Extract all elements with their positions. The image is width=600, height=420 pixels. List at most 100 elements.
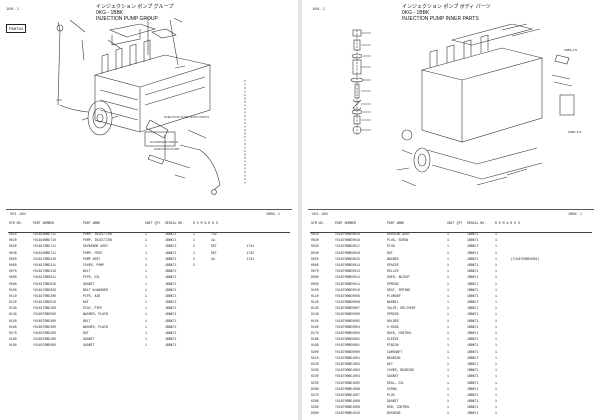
cell-part-name: HOLDER <box>387 318 399 323</box>
cell-sym: 0170 <box>9 331 17 335</box>
cell-remark-c: 1742 <box>246 250 255 255</box>
cell-serial: 1BBK71 <box>165 244 177 249</box>
cell-unit-qty: 1 <box>145 331 147 335</box>
cell-remark-a: 2 <box>193 256 195 261</box>
cell-unit-qty: 1 <box>447 232 449 236</box>
cell-serial: 1BBK71 <box>467 343 479 348</box>
cell-part-name: GASKET <box>387 399 399 404</box>
cell-part-number: YU16170BE100 <box>33 306 56 311</box>
cell-part-name: GASKET <box>387 374 399 379</box>
cell-sym: 0290 <box>311 405 319 410</box>
cell-serial: 1BBK71 <box>467 232 479 236</box>
cell-unit-qty: 1 <box>447 355 449 360</box>
cell-serial: 1BBK71 <box>165 312 177 317</box>
cell-part-number: YU16170BE711 <box>33 244 56 249</box>
cell-unit-qty: 1 <box>145 312 147 317</box>
cell-serial: 1BBK71 <box>467 293 479 298</box>
callout-injection-pump: INJECTION PUMP <box>154 147 180 151</box>
cell-serial: 1BBK71 <box>467 300 479 305</box>
left-page-title: インジェクション ポンプ グループ 0KG - 1BBK INJECTION P… <box>96 4 173 22</box>
cell-part-name: PLUG, SCREW <box>387 238 409 243</box>
right-page-ref: 16N - 1 <box>312 6 326 11</box>
cell-serial: 1BBK71 <box>467 392 479 397</box>
cell-serial: 1BBK71 <box>165 250 177 255</box>
cell-sym: 0040 <box>311 250 319 255</box>
cell-remark-c: 1741 <box>246 256 255 261</box>
cell-serial: 1BBK71 <box>467 374 479 379</box>
cell-unit-qty: 1 <box>447 269 449 274</box>
col-part-name: PART NAME <box>82 221 144 233</box>
col-sym: SYM NO. <box>8 221 32 233</box>
cell-part-number: YU16700BE1005 <box>335 380 360 385</box>
cell-serial: 1BBK71 <box>165 262 177 267</box>
cell-part-name: BOLT <box>83 318 91 323</box>
cell-part-number: YU16170BE211 <box>33 262 56 267</box>
cell-remark-a: 1 <box>495 306 497 311</box>
cell-part-number: YU16170BE310 <box>33 256 56 261</box>
cell-remark-a: 1 <box>495 256 497 261</box>
cell-remark-c <box>510 412 592 418</box>
cell-remark-a: 1 <box>193 238 195 243</box>
cell-sym: 0110 <box>9 293 17 298</box>
cell-sym: 0230 <box>311 368 319 373</box>
right-divider <box>308 209 594 210</box>
cell-part-number: YU16570BE500 <box>33 312 56 317</box>
cell-sym: 0090 <box>311 281 319 286</box>
cell-remark-a: 1 <box>495 374 497 379</box>
cell-serial: 1BBK71 <box>467 250 479 255</box>
cell-sym: 0100 <box>311 287 319 292</box>
cell-remark-a: 1 <box>495 399 497 404</box>
cell-part-number: YU16570BE200 <box>33 331 56 335</box>
cell-unit-qty: 1 <box>447 374 449 379</box>
cell-part-number: YU16700BE0011 <box>335 281 360 286</box>
cell-sym: 0020 <box>311 238 319 243</box>
cell-part-number: YU16700BE0009 <box>335 293 360 298</box>
cell-part-number: YU16570BE100 <box>33 337 56 342</box>
cell-part-number: YU16700BE1003 <box>335 368 360 373</box>
cell-part-name: BUSHING <box>387 411 401 416</box>
cell-sym: 0020 <box>9 238 17 243</box>
cell-part-number: YU16700BE0014 <box>335 262 360 267</box>
col-serial: SERIAL NO. <box>164 221 192 233</box>
cell-sym: 0160 <box>311 324 319 329</box>
cell-unit-qty: 1 <box>145 262 147 267</box>
left-parts-table: SYM NO. PART NUMBER PART NAME UNIT QTY S… <box>8 221 290 351</box>
cell-part-number: YU16700BE0004 <box>335 324 360 329</box>
cell-remark-a: 1 <box>495 232 497 236</box>
cell-part-number: YU16700BE0017 <box>335 244 360 249</box>
figure-badge: P68T44 <box>6 24 27 33</box>
col-sym: SYM NO. <box>310 221 334 233</box>
cell-unit-qty: 1 <box>447 368 449 373</box>
cell-part-number: YU16170BE210 <box>33 269 56 274</box>
cell-sym: 0100 <box>9 287 17 292</box>
cell-sym: 0130 <box>311 306 319 311</box>
cell-remark-c: (YU16700BE0001) <box>510 256 540 261</box>
right-footer-right: 1BBK - 1 <box>568 212 583 216</box>
cell-serial: 1BBK71 <box>165 324 177 329</box>
cell-unit-qty: 1 <box>447 312 449 317</box>
cell-serial: 1BBK71 <box>467 306 479 311</box>
cell-part-number: YU16570BE300 <box>33 324 56 329</box>
cell-sym: 0170 <box>311 331 319 335</box>
cell-sym: 0060 <box>9 262 17 267</box>
cell-serial: 1BBK71 <box>467 355 479 360</box>
cell-unit-qty: 1 <box>447 244 449 249</box>
cell-unit-qty: 1 <box>447 392 449 397</box>
col-unit-qty: UNIT QTY <box>144 221 164 233</box>
cell-part-name: BOLT <box>83 269 91 274</box>
cell-part-number: YU16170BE011 <box>33 275 56 280</box>
cell-unit-qty: 1 <box>447 300 449 305</box>
cell-unit-qty: 1 <box>447 399 449 404</box>
cell-part-number: YU16170BE200 <box>33 293 56 298</box>
cell-part-name: BEARING <box>387 355 401 360</box>
